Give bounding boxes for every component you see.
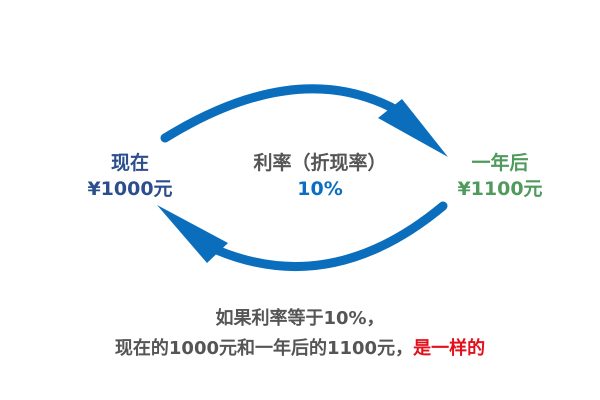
rate-value: 10% [297,178,343,200]
present-amount: ¥1000元 [87,178,173,200]
future-value-label: 一年后 ¥1100元 [435,150,565,202]
caption-line-2-text: 现在的1000元和一年后的1100元， [114,338,414,359]
caption-line-1: 如果利率等于10%， [215,308,385,329]
future-title: 一年后 [471,152,529,174]
backward-arrow [157,201,448,272]
caption-highlight: 是一样的 [413,338,486,359]
present-value-label: 现在 ¥1000元 [70,150,190,202]
forward-arrow [160,84,448,157]
caption: 如果利率等于10%， 现在的1000元和一年后的1100元，是一样的 [0,304,600,364]
caption-line-2: 现在的1000元和一年后的1100元，是一样的 [0,334,600,364]
future-amount: ¥1100元 [457,178,543,200]
interest-rate-label: 利率（折现率） 10% [200,150,440,202]
present-title: 现在 [110,152,149,174]
rate-title: 利率（折现率） [253,152,387,174]
